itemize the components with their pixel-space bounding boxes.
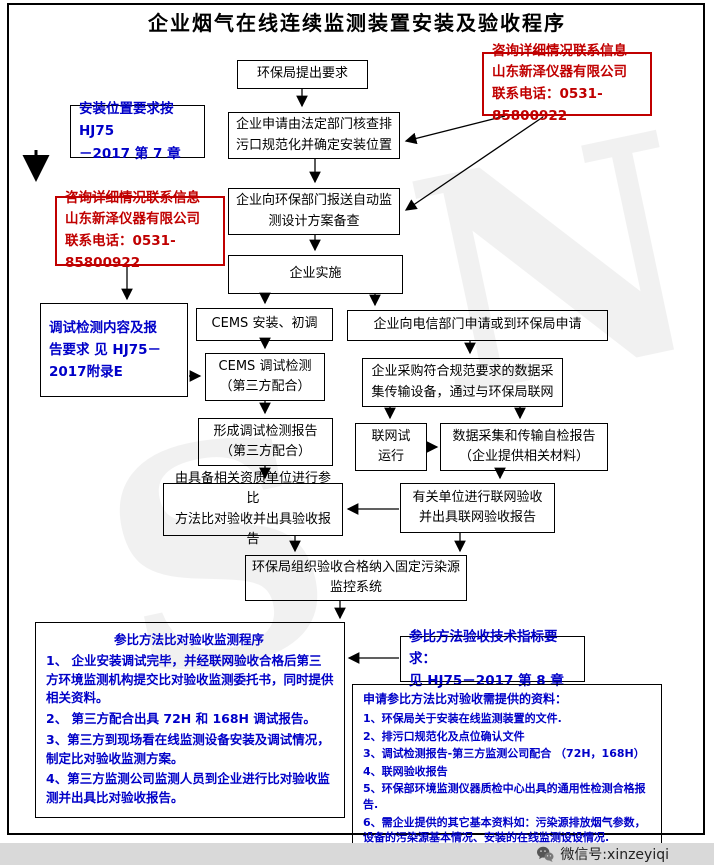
node-test-report: 形成调试检测报告 （第三方配合） <box>198 418 333 466</box>
required-materials-title: 申请参比方法比对验收需提供的资料： <box>363 692 568 706</box>
node-implement: 企业实施 <box>228 255 403 294</box>
node-compare-acceptance: 由具备相关资质单位进行参比 方法比对验收并出具验收报告 <box>163 471 343 547</box>
compare-procedure-title: 参比方法比对验收监测程序 <box>114 632 265 647</box>
required-materials-item: 1、环保局关于安装在线监测装置的文件. <box>363 712 562 726</box>
required-materials-item: 3、调试检测报告-第三方监测公司配合 （72H，168H） <box>363 747 645 761</box>
node-apply-position: 企业申请由法定部门核查排 污口规范化并确定安装位置 <box>228 112 400 159</box>
compare-procedure-box: 参比方法比对验收监测程序 1、 企业安装调试完毕，并经联网验收合格后第三方环境监… <box>35 622 345 818</box>
footer-bar: 微信号:xinzeyiqi <box>0 843 714 865</box>
wechat-id-label: 微信号:xinzeyiqi <box>560 847 669 863</box>
node-self-check-report: 数据采集和传输自检报告 （企业提供相关材料） <box>440 423 608 471</box>
node-network-trial: 联网试 运行 <box>355 423 427 471</box>
node-epa-acceptance: 环保局组织验收合格纳入固定污染源 监控系统 <box>245 555 467 601</box>
contact-note-left: 咨询详细情况联系信息 山东新泽仪器有限公司 联系电话：0531-85800922 <box>55 190 225 271</box>
page-title: 企业烟气在线连续监测装置安装及验收程序 <box>148 11 566 35</box>
node-purchase-equipment: 企业采购符合规范要求的数据采 集传输设备，通过与环保局联网 <box>362 358 563 407</box>
node-epb-request: 环保局提出要求 <box>237 60 368 89</box>
wechat-icon <box>536 846 554 862</box>
compare-procedure-item: 1、 企业安装调试完毕，并经联网验收合格后第三方环境监测机构提交比对验收监测委托… <box>46 652 334 706</box>
required-materials-item: 4、联网验收报告 <box>363 764 448 778</box>
node-cems-test: CEMS 调试检测 （第三方配合） <box>205 353 325 401</box>
note-test-requirements: 调试检测内容及报 告要求 见 HJ75－ 2017附录E <box>40 303 188 397</box>
node-cems-install: CEMS 安装、初调 <box>196 308 333 341</box>
node-network-acceptance: 有关单位进行联网验收 并出具联网验收报告 <box>400 483 555 533</box>
page-border <box>7 3 705 835</box>
node-submit-plan: 企业向环保部门报送自动监 测设计方案备查 <box>228 188 400 235</box>
compare-procedure-item: 4、第三方监测公司监测人员到企业进行比对验收监测并出具比对验收报告。 <box>46 771 330 805</box>
required-materials-item: 5、环保部环境监测仪器质检中心出具的通用性检测合格报告. <box>363 782 646 812</box>
note-tech-requirements: 参比方法验收技术指标要求： 见 HJ75－2017 第 8 章 <box>400 629 585 689</box>
node-telecom-apply: 企业向电信部门申请或到环保局申请 <box>347 310 608 341</box>
contact-note-top: 咨询详细情况联系信息 山东新泽仪器有限公司 联系电话：0531-85800922 <box>482 43 652 124</box>
compare-procedure-item: 3、第三方到现场看在线监测设备安装及调试情况，制定比对验收监测方案。 <box>46 731 330 766</box>
required-materials-item: 6、需企业提供的其它基本资料如：污染源排放烟气参数，设备的污染源基本情况、安装的… <box>363 815 646 845</box>
required-materials-item: 2、排污口规范化及点位确认文件 <box>363 729 525 743</box>
note-install-position: 安装位置要求按 HJ75 －2017 第 7 章 <box>70 101 205 162</box>
required-materials-box: 申请参比方法比对验收需提供的资料： 1、环保局关于安装在线监测装置的文件. 2、… <box>352 684 662 852</box>
compare-procedure-item: 2、 第三方配合出具 72H 和 168H 调试报告。 <box>46 711 316 726</box>
